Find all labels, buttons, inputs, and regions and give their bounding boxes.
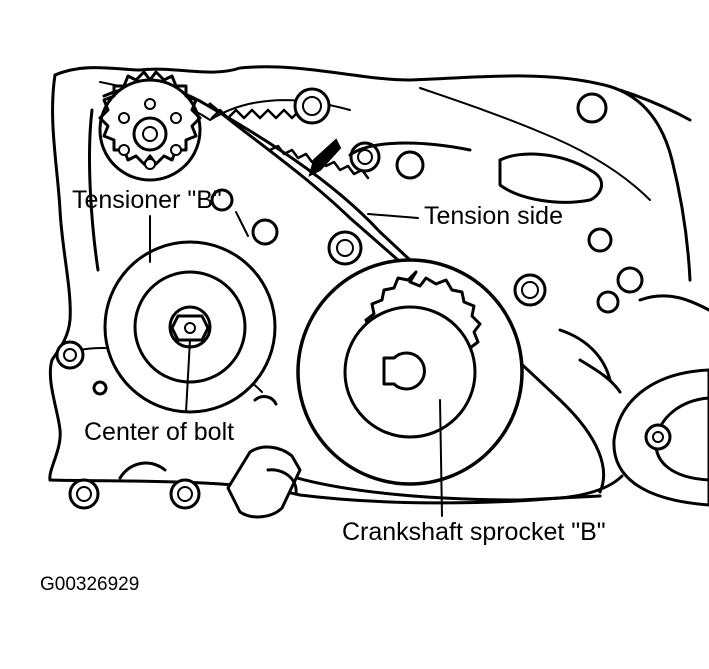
label-tensioner-b: Tensioner "B" (72, 186, 222, 214)
belt-direction-arrow (308, 138, 342, 177)
leader-lines (149, 211, 443, 517)
figure-id: G00326929 (40, 574, 139, 595)
oil-pump-sprocket (558, 294, 709, 507)
bracket-upper-right (348, 88, 692, 204)
bolt-tensioner-mount (210, 188, 279, 246)
label-crankshaft-sprocket-b: Crankshaft sprocket "B" (342, 518, 606, 546)
engine-casing (48, 65, 692, 505)
bolt-right (513, 227, 644, 314)
label-tension-side: Tension side (424, 202, 563, 230)
label-center-of-bolt: Center of bolt (84, 418, 234, 446)
auto-tensioner-body (118, 395, 302, 519)
bolt-center (327, 230, 363, 266)
bolt-top-center (293, 87, 331, 125)
crankshaft-sprocket-b (296, 258, 524, 486)
tensioner-b-pulley (103, 240, 277, 414)
leader-tension-side (367, 213, 419, 219)
bolt-lower-left (55, 340, 201, 510)
leader-crankshaft-sprocket (439, 399, 443, 517)
mounting-bolts (55, 87, 692, 510)
leader-center-of-bolt (185, 339, 191, 413)
camshaft-sprocket (98, 70, 202, 182)
